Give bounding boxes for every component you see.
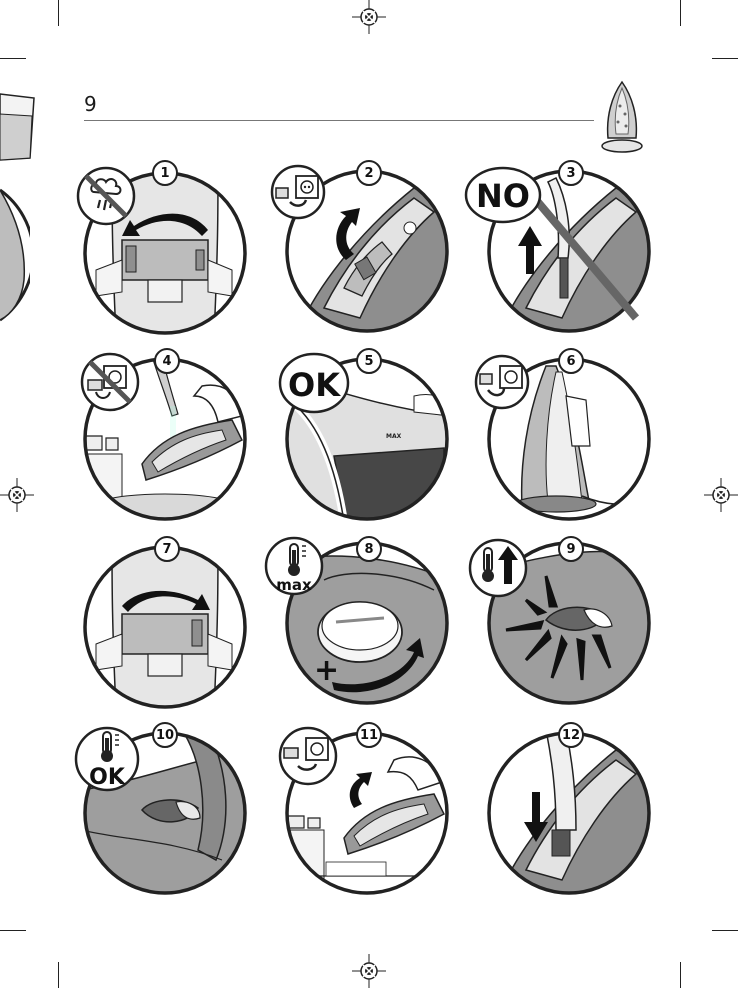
crop-mark <box>712 58 738 59</box>
registration-mark-icon <box>352 954 386 988</box>
step-panel-5: MAX OK 5 <box>284 356 450 522</box>
steam-icon <box>76 166 136 226</box>
step-number-badge: 10 <box>152 722 178 748</box>
registration-mark-icon <box>704 478 738 512</box>
step-panel-10: OK 10 <box>82 730 248 896</box>
step-number-badge: 9 <box>558 536 584 562</box>
plus-sign: + <box>314 653 339 688</box>
iron-soleplate-logo <box>598 80 646 154</box>
no-callout-text: NO <box>476 177 530 215</box>
plug-socket-icon <box>278 726 338 786</box>
thermometer-icon <box>482 548 494 582</box>
header-rule <box>84 120 594 121</box>
step-panel-3: NO 3 <box>486 168 652 334</box>
thermometer-ok-badge: OK <box>74 726 140 792</box>
crop-mark <box>0 58 26 59</box>
registration-mark-icon <box>0 478 34 512</box>
ok-callout-badge: OK <box>278 352 350 414</box>
step-number-badge: 6 <box>558 348 584 374</box>
ok-callout-text: OK <box>89 765 126 790</box>
step-panel-2: 2 <box>284 168 450 334</box>
plug-socket-icon <box>80 352 140 412</box>
registration-mark-icon <box>352 0 386 34</box>
step-number-badge: 4 <box>154 348 180 374</box>
step-panel-11: 11 <box>284 730 450 896</box>
step-number-badge: 11 <box>356 722 382 748</box>
step-panel-7: 7 <box>82 544 248 710</box>
step-number-badge: 12 <box>558 722 584 748</box>
crop-mark <box>58 962 59 988</box>
step-panel-6: 6 <box>486 356 652 522</box>
crop-mark <box>712 930 738 931</box>
step-number-badge: 8 <box>356 536 382 562</box>
max-callout-text: max <box>276 576 312 594</box>
step-number-badge: 7 <box>154 536 180 562</box>
no-callout-badge: NO <box>464 166 542 224</box>
crop-mark <box>680 962 681 988</box>
step-panel-4: 4 <box>82 356 248 522</box>
crop-mark <box>680 0 681 26</box>
page-number: 9 <box>84 92 97 116</box>
step-panel-8: + max 8 <box>284 540 450 706</box>
thermometer-rising-badge <box>468 538 528 598</box>
ok-callout-text: OK <box>288 366 341 404</box>
plug-socket-icon <box>270 164 326 220</box>
plug-socket-icon <box>474 354 530 410</box>
step-panel-12: 12 <box>486 730 652 896</box>
step-panel-9: 9 <box>486 540 652 706</box>
max-level-label: MAX <box>386 433 402 440</box>
thermometer-max-badge: max <box>264 536 324 598</box>
step-number-badge: 3 <box>558 160 584 186</box>
crop-mark <box>58 0 59 26</box>
step-number-badge: 2 <box>356 160 382 186</box>
step-number-badge: 1 <box>152 160 178 186</box>
step-panel-1: 1 <box>82 170 248 336</box>
bleed-glass-illustration <box>0 88 40 168</box>
bleed-panel-illustration <box>0 180 30 330</box>
crop-mark <box>0 930 26 931</box>
step-number-badge: 5 <box>356 348 382 374</box>
